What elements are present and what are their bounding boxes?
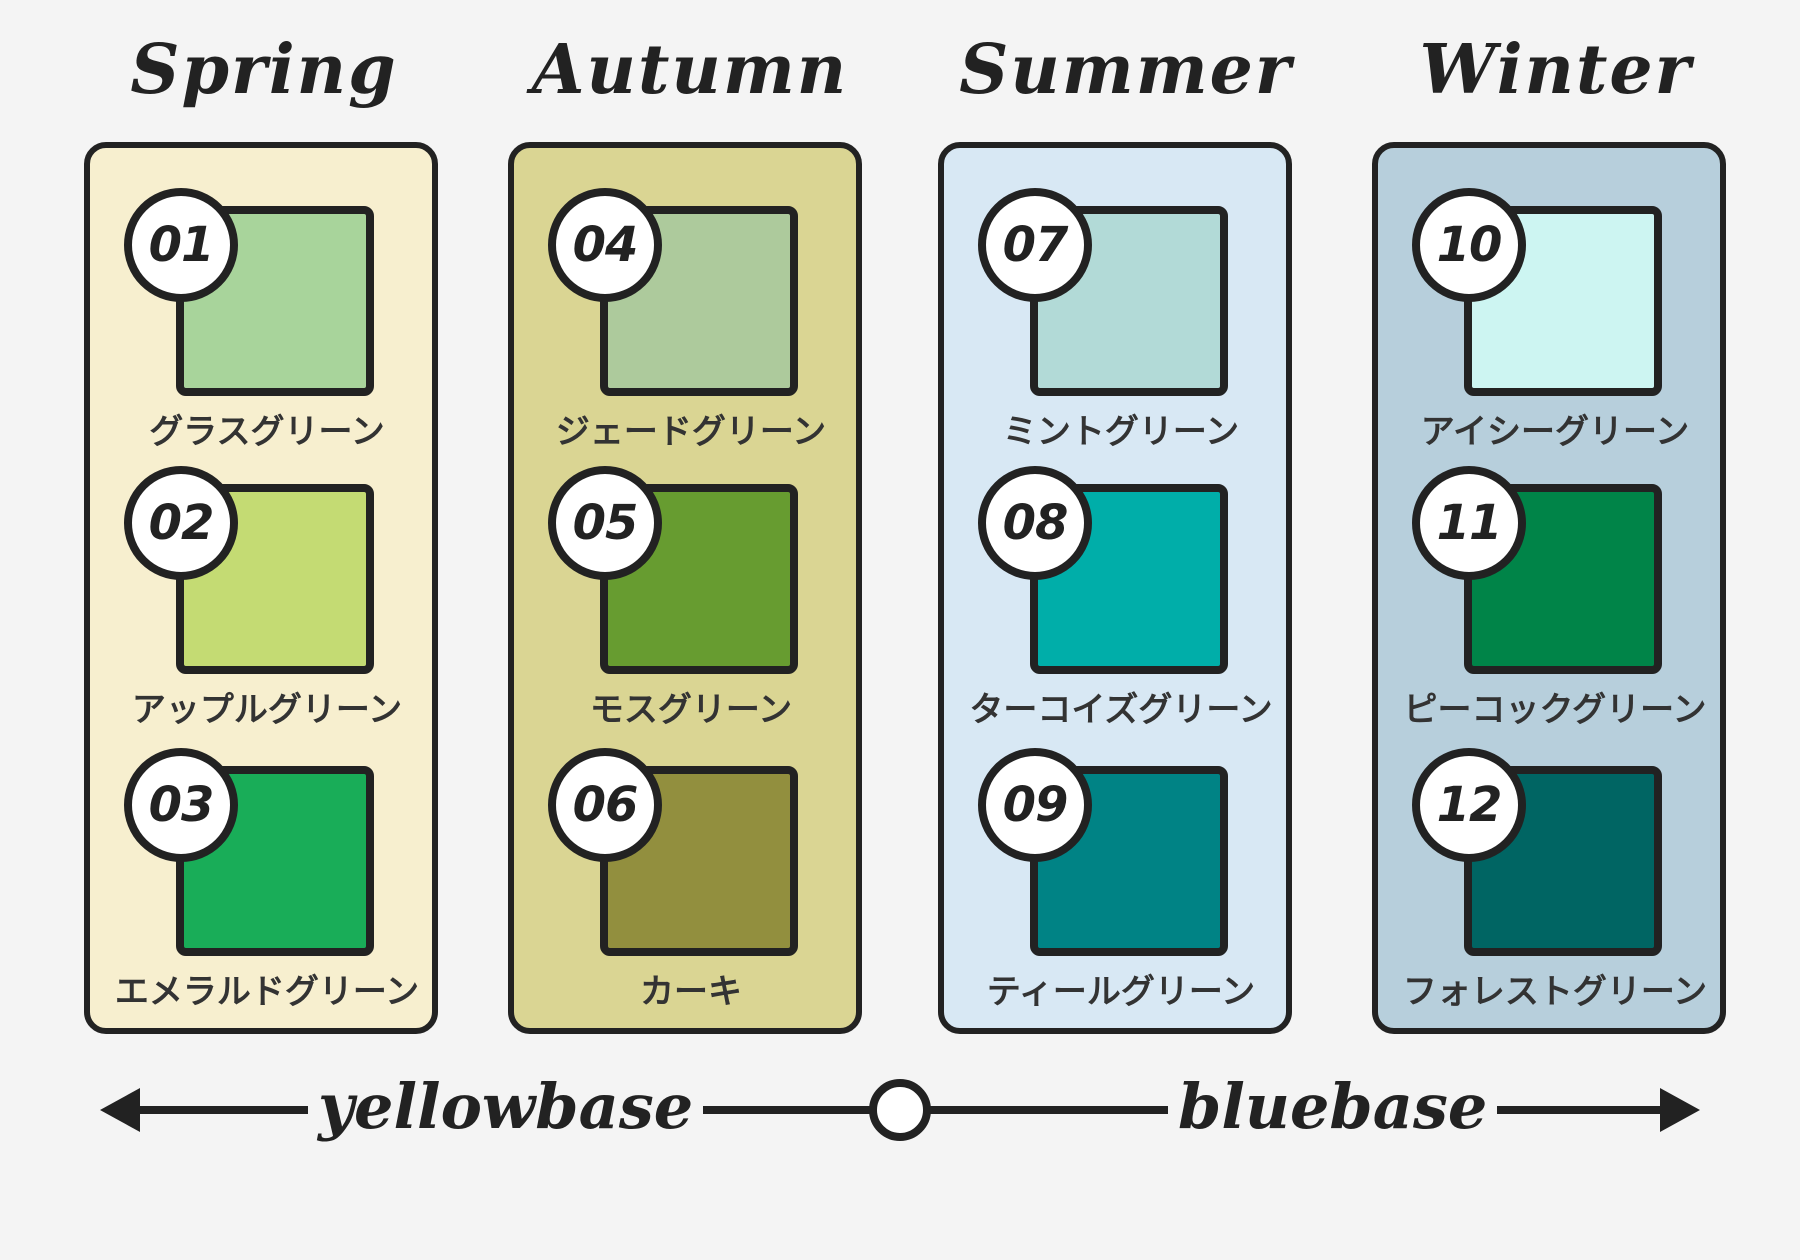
color-card: 09 ティールグリーン xyxy=(944,708,1298,1012)
right-arrow-icon xyxy=(1660,1088,1700,1132)
number-badge: 12 xyxy=(1412,748,1526,862)
season-panel-summer: 07 ミントグリーン 08 ターコイズグリーン 09 ティールグリーン xyxy=(938,142,1292,1034)
center-point-icon xyxy=(869,1079,931,1141)
season-panel-winter: 10 アイシーグリーン 11 ピーコックグリーン 12 フォレストグリーン xyxy=(1372,142,1726,1034)
number-badge: 01 xyxy=(124,188,238,302)
left-arrow-icon xyxy=(100,1088,140,1132)
color-name-label: フォレストグリーン xyxy=(1402,972,1708,1012)
color-card: 01 グラスグリーン xyxy=(90,148,444,452)
color-name-label: カーキ xyxy=(640,972,742,1012)
color-card: 02 アップルグリーン xyxy=(90,426,444,730)
number-badge: 11 xyxy=(1412,466,1526,580)
color-name-label: ミントグリーン xyxy=(1002,412,1240,452)
season-title-summer: Summer xyxy=(959,30,1293,110)
color-card: 11 ピーコックグリーン xyxy=(1378,426,1732,730)
number-badge: 06 xyxy=(548,748,662,862)
number-badge: 04 xyxy=(548,188,662,302)
color-name-label: アイシーグリーン xyxy=(1420,412,1690,452)
season-title-winter: Winter xyxy=(1419,30,1693,110)
number-badge: 08 xyxy=(978,466,1092,580)
number-badge: 09 xyxy=(978,748,1092,862)
color-card: 12 フォレストグリーン xyxy=(1378,708,1732,1012)
color-card: 05 モスグリーン xyxy=(514,426,868,730)
color-name-label: モスグリーン xyxy=(589,690,793,730)
season-panel-autumn: 04 ジェードグリーン 05 モスグリーン 06 カーキ xyxy=(508,142,862,1034)
number-badge: 02 xyxy=(124,466,238,580)
season-title-spring: Spring xyxy=(130,30,398,110)
color-name-label: アップルグリーン xyxy=(131,690,403,730)
color-name-label: ジェードグリーン xyxy=(555,412,827,452)
color-card: 03 エメラルドグリーン xyxy=(90,708,444,1012)
color-card: 04 ジェードグリーン xyxy=(514,148,868,452)
color-name-label: グラスグリーン xyxy=(149,412,385,452)
color-swatch xyxy=(176,484,374,674)
color-card: 07 ミントグリーン xyxy=(944,148,1298,452)
color-name-label: ピーコックグリーン xyxy=(1403,690,1707,730)
color-card: 06 カーキ xyxy=(514,708,868,1012)
color-card: 10 アイシーグリーン xyxy=(1378,148,1732,452)
number-badge: 10 xyxy=(1412,188,1526,302)
color-name-label: エメラルドグリーン xyxy=(114,972,420,1012)
yellowbase-label: yellowbase xyxy=(308,1062,704,1152)
number-badge: 03 xyxy=(124,748,238,862)
color-card: 08 ターコイズグリーン xyxy=(944,426,1298,730)
bluebase-label: bluebase xyxy=(1168,1062,1498,1152)
number-badge: 07 xyxy=(978,188,1092,302)
season-title-autumn: Autumn xyxy=(531,30,849,110)
color-name-label: ティールグリーン xyxy=(986,972,1256,1012)
number-badge: 05 xyxy=(548,466,662,580)
color-name-label: ターコイズグリーン xyxy=(969,690,1273,730)
season-panel-spring: 01 グラスグリーン 02 アップルグリーン 03 エメラルドグリーン xyxy=(84,142,438,1034)
